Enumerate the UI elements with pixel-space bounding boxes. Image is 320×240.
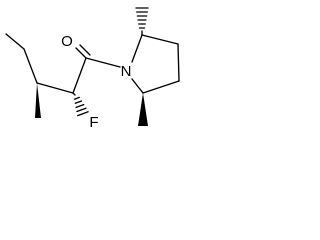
bond-c3-c4 — [177, 43, 180, 82]
bold-wedge-c5-methyl — [138, 93, 148, 126]
bond-beta-ch2 — [23, 48, 38, 84]
bond-n-c2 — [131, 34, 143, 63]
bond-c4-c5 — [142, 80, 180, 94]
bond-c5-n — [131, 78, 144, 94]
bond-ch2-ch3 — [5, 33, 25, 50]
bond-carbonyl-double-a — [75, 47, 87, 59]
bond-carbonyl-alpha — [72, 57, 87, 94]
bond-n-carbonyl — [85, 57, 121, 68]
bond-c2-c3 — [141, 34, 179, 45]
bold-wedge-beta-methyl — [35, 83, 41, 118]
hashed-wedge-alpha-fluorine — [72, 92, 89, 117]
nitrogen-atom-label: N — [121, 63, 132, 80]
hashed-wedge-c2-methyl — [135, 7, 149, 36]
fluorine-atom-label: F — [89, 114, 98, 131]
oxygen-atom-label: O — [61, 33, 73, 50]
bond-alpha-beta — [36, 82, 74, 94]
structure-canvas: O N F — [0, 0, 192, 152]
molecule-structure: O N F — [5, 7, 180, 131]
bond-carbonyl-double-b — [79, 44, 91, 56]
